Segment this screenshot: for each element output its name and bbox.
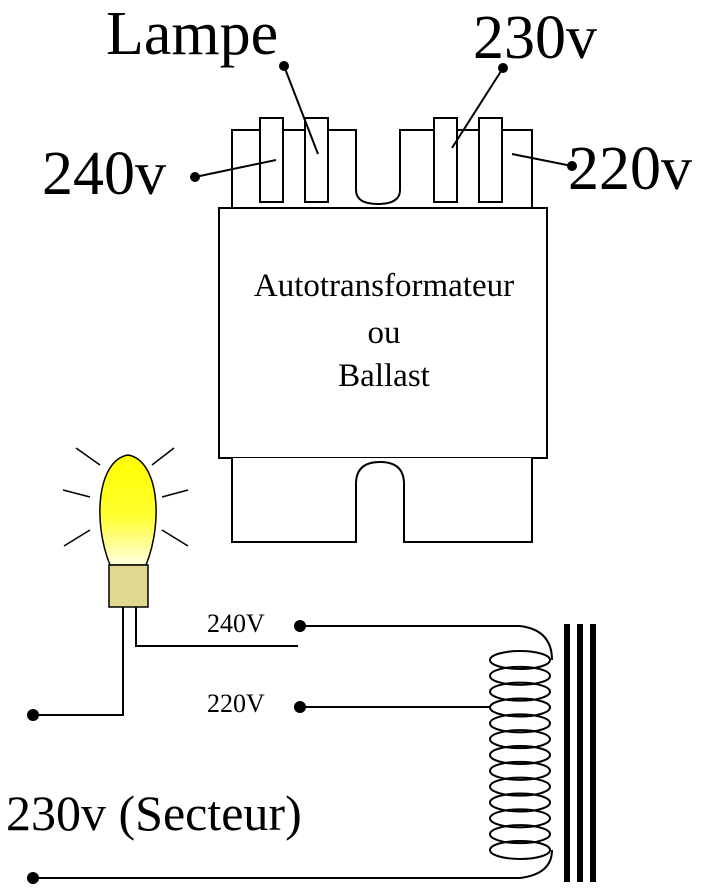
tap-label-240v: 240V: [207, 609, 265, 638]
leader-lines: [190, 61, 577, 182]
terminal-dots: [27, 620, 306, 884]
coil-turn: [489, 840, 551, 860]
pin-lampe: [304, 117, 329, 203]
leader-dot-230v: [498, 63, 508, 73]
label-230v-top: 230v: [473, 4, 597, 72]
coil-turn: [489, 776, 551, 797]
coil-turn: [489, 808, 551, 829]
coil-turn: [489, 729, 551, 750]
coil-turn: [489, 665, 551, 686]
wires: [33, 607, 520, 879]
ballast-box: [218, 207, 548, 459]
box-label-line2: ou: [368, 315, 401, 351]
lamp-base: [108, 564, 149, 608]
pin-230v: [433, 117, 458, 203]
lamp-rays: [62, 447, 189, 547]
transformer-core: [564, 624, 596, 882]
leader-dot-lampe: [279, 61, 289, 71]
transformer-coil: [489, 625, 553, 879]
ballast-pins: [259, 117, 503, 203]
terminal-240v: [294, 620, 306, 632]
box-label-line3: Ballast: [338, 358, 430, 394]
label-lampe: Lampe: [106, 0, 278, 68]
tap-label-220v: 220V: [207, 689, 265, 718]
label-240v-left: 240v: [42, 140, 166, 208]
coil-turn: [489, 745, 551, 765]
coil-turn: [489, 824, 551, 845]
coil-turn: [489, 760, 551, 781]
coil-turn: [489, 697, 551, 718]
leader-dot-220v: [567, 161, 577, 171]
ballast-plug-bottom: [231, 458, 533, 543]
pin-220v: [478, 117, 503, 203]
leader-dot-240v: [190, 172, 200, 182]
coil-turn: [489, 713, 551, 734]
coil-turn: [489, 681, 551, 702]
coil-turn: [489, 650, 551, 670]
lamp-bulb: [99, 454, 157, 566]
wire-lamp-neutral: [33, 607, 124, 716]
coil-turn: [489, 792, 551, 813]
terminal-secteur: [27, 872, 39, 884]
terminal-neutral: [27, 709, 39, 721]
terminal-220v: [294, 701, 306, 713]
label-220v-right: 220v: [568, 135, 692, 203]
wire-lamp-240: [135, 607, 298, 647]
box-label-line1: Autotransformateur: [254, 268, 514, 304]
label-secteur: 230v (Secteur): [6, 785, 302, 841]
